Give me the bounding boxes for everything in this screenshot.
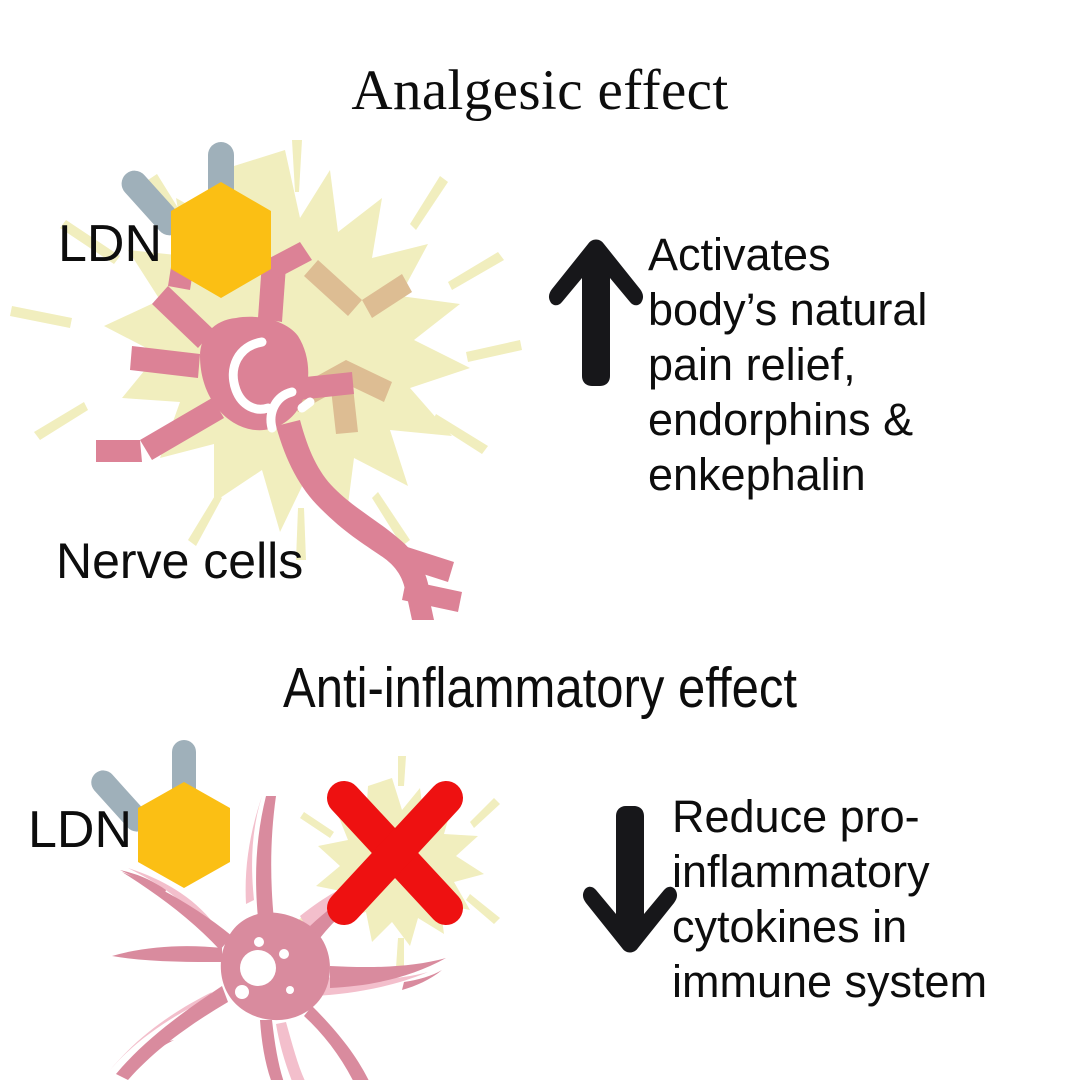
anti-inflammatory-description: Reduce pro- inflammatory cytokines in im…: [672, 791, 988, 1007]
blocked-starburst-icon: [298, 756, 500, 968]
nerve-cells-label: Nerve cells: [56, 533, 304, 589]
up-arrow-icon: [548, 239, 644, 386]
down-arrow-icon: [582, 806, 678, 953]
molecule-bond-stub-upper: [208, 142, 234, 204]
molecule-hexagon: [138, 782, 230, 888]
neuron-cell-bottom: [110, 796, 446, 1080]
red-x-mark-icon: [327, 781, 463, 925]
molecule-bond-stub-upper: [172, 740, 196, 802]
activation-starburst-icon: [10, 140, 522, 560]
soma-vesicles: [235, 937, 294, 999]
ldn-label-anti-inflammatory: LDN: [28, 801, 133, 859]
anti-inflammatory-illustration: [91, 740, 500, 1080]
analgesic-description: Activates body’s natural pain relief, en…: [648, 229, 928, 500]
section-title-analgesic: Analgesic effect: [351, 59, 729, 122]
soma-highlight-arcs: [228, 337, 315, 433]
section-title-anti-inflammatory: Anti-inflammatory effect: [282, 656, 797, 720]
secondary-dendrites: [240, 260, 412, 434]
molecule-hexagon: [171, 182, 271, 298]
ldn-label-analgesic: LDN: [58, 215, 163, 273]
